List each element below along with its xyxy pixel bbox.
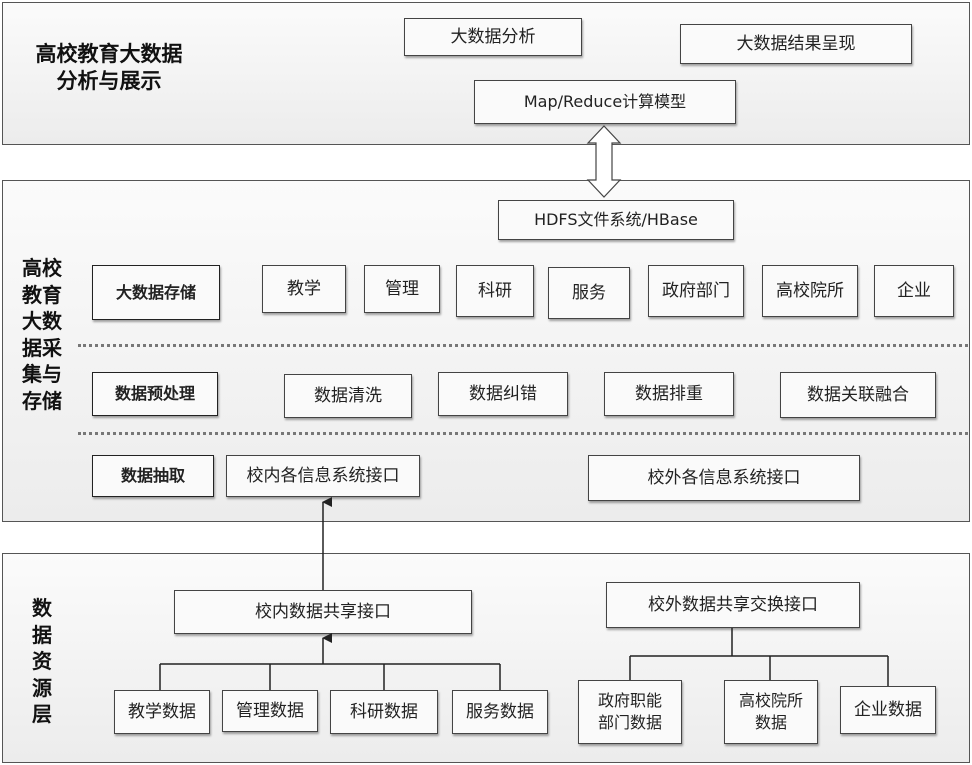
source-service-data: 服务数据 xyxy=(452,690,548,734)
storage-item-universities: 高校院所 xyxy=(762,265,858,317)
preprocess-item-dedup: 数据排重 xyxy=(604,372,734,416)
separator-lower xyxy=(78,432,968,435)
external-interface-box: 校外各信息系统接口 xyxy=(588,455,860,501)
storage-item-teaching: 教学 xyxy=(262,265,346,313)
extract-label-box: 数据抽取 xyxy=(92,455,214,497)
preprocess-item-cleaning: 数据清洗 xyxy=(284,374,412,418)
external-share-box: 校外数据共享交换接口 xyxy=(606,582,860,628)
separator-upper xyxy=(78,344,968,347)
storage-item-government: 政府部门 xyxy=(648,265,744,317)
collection-layer-title: 高校 教育 大数 据采 集与 存储 xyxy=(22,256,62,413)
storage-item-enterprise: 企业 xyxy=(874,265,954,317)
preprocess-item-correction: 数据纠错 xyxy=(438,372,568,416)
preprocess-label-box: 数据预处理 xyxy=(92,372,218,416)
hdfs-box: HDFS文件系统/HBase xyxy=(498,200,734,240)
big-data-result-box: 大数据结果呈现 xyxy=(680,24,912,64)
source-government-data: 政府职能 部门数据 xyxy=(578,680,682,744)
source-universities-data: 高校院所 数据 xyxy=(724,680,818,744)
storage-item-management: 管理 xyxy=(364,265,440,313)
storage-label-box: 大数据存储 xyxy=(92,265,220,320)
source-management-data: 管理数据 xyxy=(222,690,318,732)
storage-item-service: 服务 xyxy=(548,267,630,319)
internal-interface-box: 校内各信息系统接口 xyxy=(226,455,420,497)
preprocess-item-fusion: 数据关联融合 xyxy=(780,372,936,418)
resource-layer-title: 数 据 资 源 层 xyxy=(32,596,52,727)
mapreduce-box: Map/Reduce计算模型 xyxy=(474,80,736,124)
internal-share-box: 校内数据共享接口 xyxy=(174,590,472,634)
source-teaching-data: 教学数据 xyxy=(114,690,210,734)
source-enterprise-data: 企业数据 xyxy=(840,686,936,734)
storage-item-research: 科研 xyxy=(456,265,534,317)
source-research-data: 科研数据 xyxy=(330,690,438,734)
analysis-layer-title: 高校教育大数据 分析与展示 xyxy=(35,41,183,94)
big-data-analysis-box: 大数据分析 xyxy=(404,18,582,56)
